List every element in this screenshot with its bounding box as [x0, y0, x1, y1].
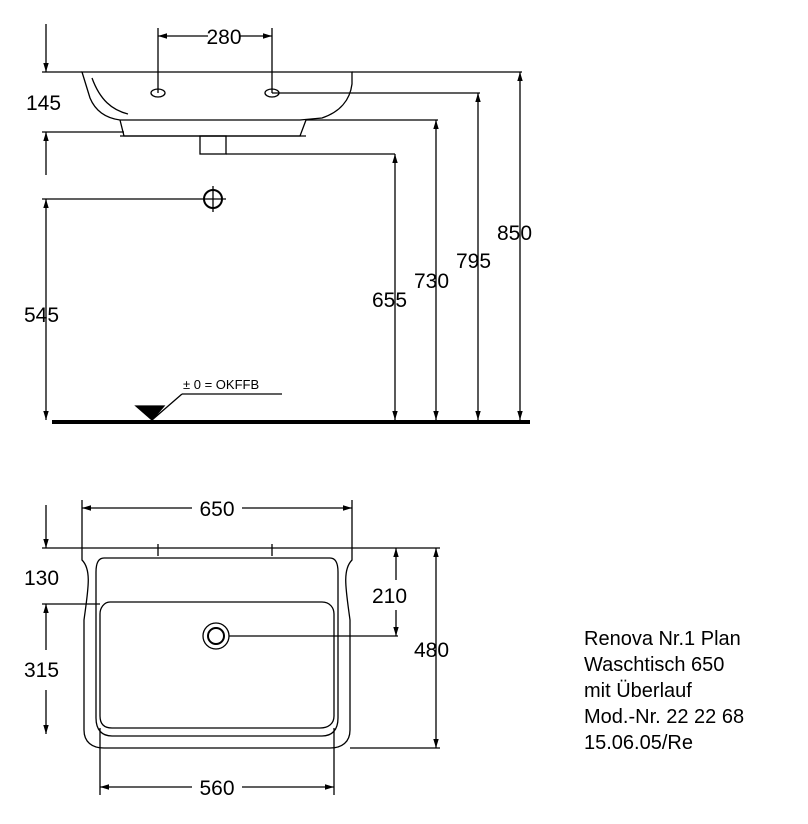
- dim-waste-height: 545: [24, 304, 59, 327]
- model-number: Mod.-Nr. 22 22 68: [584, 706, 745, 728]
- dim-rim-depth: 145: [26, 92, 61, 115]
- top-view-labels: 650 560 480 210 130 315: [24, 498, 449, 800]
- title-block: Renova Nr.1 Plan Waschtisch 650 mit Über…: [584, 626, 744, 756]
- basin-rim-inner: [95, 557, 339, 737]
- waste-spigot: [199, 135, 227, 155]
- product-name: Renova Nr.1 Plan: [584, 628, 741, 650]
- dim-total-height: 850: [497, 222, 532, 245]
- dim-depth: 480: [414, 639, 449, 662]
- bowl-outline: [99, 601, 335, 729]
- product-type: Waschtisch 650: [584, 654, 725, 676]
- basin-underside: [119, 119, 307, 137]
- drawing-date: 15.06.05/Re: [584, 732, 693, 754]
- trap-connection-symbol: [200, 186, 226, 212]
- dim-bowl-depth: 315: [24, 659, 59, 682]
- dim-inner-width: 560: [199, 777, 234, 800]
- dim-width: 650: [199, 498, 234, 521]
- top-view: [42, 500, 440, 795]
- dim-tap-height: 795: [456, 250, 491, 273]
- floor-reference-label: ± 0 = OKFFB: [183, 377, 259, 392]
- drain-symbol: [202, 622, 230, 650]
- basin-outline: [81, 547, 353, 749]
- side-view-labels: 280 145 545 655 730 795 850 ± 0 = OKFFB: [24, 26, 532, 392]
- floor-reference-marker: [134, 393, 282, 421]
- dim-trap-height: 655: [372, 289, 407, 312]
- basin-inner-curve: [91, 77, 129, 115]
- dim-back-offset: 130: [24, 567, 59, 590]
- dim-underside-height: 730: [414, 270, 449, 293]
- dim-tap-spacing: 280: [206, 26, 241, 49]
- side-view: [42, 24, 530, 424]
- dim-overflow-offset: 210: [372, 585, 407, 608]
- product-feature: mit Überlauf: [584, 680, 692, 702]
- basin-profile: [81, 71, 353, 121]
